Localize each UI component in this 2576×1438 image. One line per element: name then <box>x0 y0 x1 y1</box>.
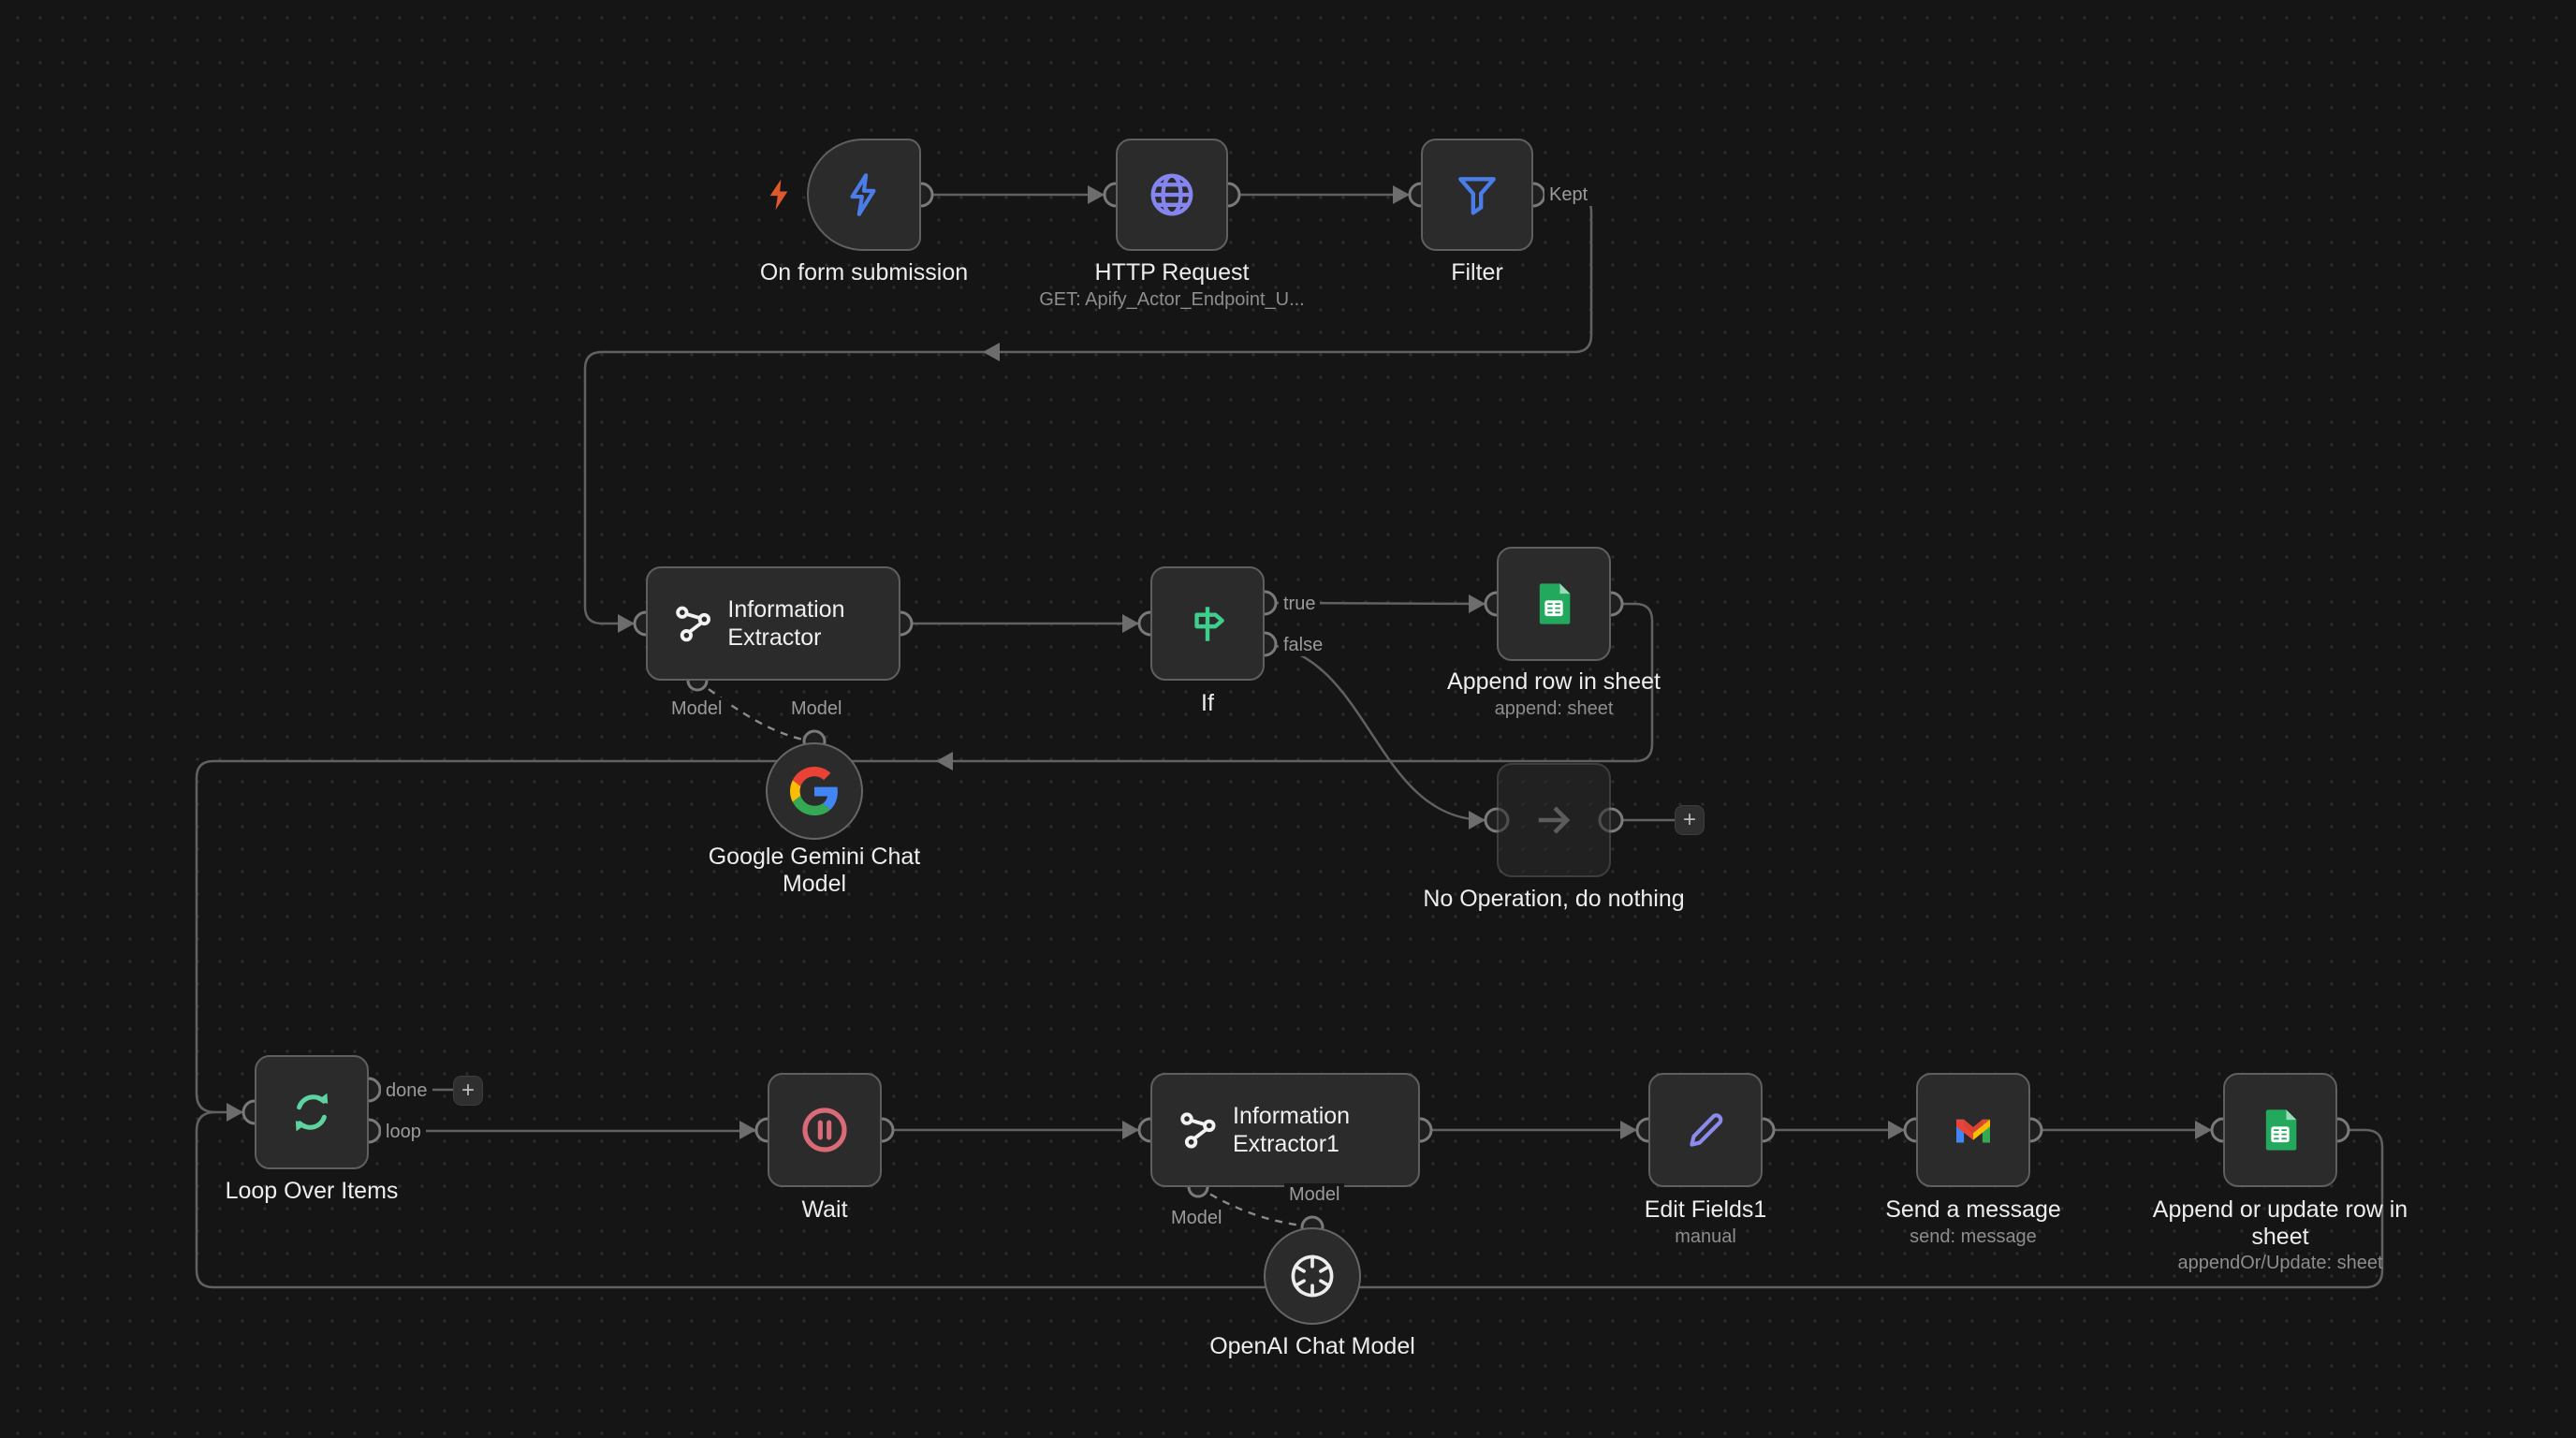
node-http-request[interactable] <box>1116 139 1228 251</box>
node-wait[interactable] <box>768 1073 882 1187</box>
output-label-kept: Kept <box>1544 183 1593 206</box>
extractor-icon <box>1180 1112 1216 1149</box>
model-port-label-extractor1: Model <box>1166 1207 1227 1229</box>
edge-append-loopback <box>195 602 1654 1114</box>
sublabel-append-update: appendOr/Update: sheet <box>2177 1253 2383 1273</box>
edge-if-false-to-noop <box>1264 642 1486 822</box>
node-append-or-update-row[interactable] <box>2223 1073 2337 1187</box>
label-wait: Wait <box>801 1196 848 1223</box>
edge-gemini-model <box>696 680 804 741</box>
model-edges <box>696 680 1302 1227</box>
node-send-a-message[interactable] <box>1916 1073 2030 1187</box>
label-noop: No Operation, do nothing <box>1423 886 1685 912</box>
plus-icon: + <box>461 1078 475 1103</box>
label-filter: Filter <box>1451 259 1503 286</box>
sublabel-http-request: GET: Apify_Actor_Endpoint_U... <box>1039 289 1305 310</box>
output-label-loop: loop <box>381 1121 426 1143</box>
signpost-icon <box>1194 607 1224 641</box>
node-on-form-submission[interactable] <box>807 139 921 251</box>
add-node-button-done[interactable]: + <box>453 1076 483 1106</box>
google-sheets-icon <box>2265 1109 2297 1151</box>
label-http-request: HTTP Request <box>1094 259 1250 286</box>
label-openai: OpenAI Chat Model <box>1209 1333 1415 1359</box>
google-sheets-icon <box>1539 583 1571 624</box>
edge-openai-model <box>1197 1185 1302 1227</box>
node-append-row-in-sheet[interactable] <box>1497 547 1611 661</box>
model-port-label-gemini: Model <box>786 697 847 720</box>
add-node-button-noop[interactable]: + <box>1675 805 1705 835</box>
globe-icon <box>1150 173 1193 216</box>
node-if[interactable] <box>1150 566 1265 681</box>
model-port-label-openai: Model <box>1284 1183 1345 1206</box>
edge-arrows <box>227 185 2212 1139</box>
node-google-gemini-chat-model[interactable] <box>766 742 863 840</box>
gmail-icon <box>1956 1119 1990 1143</box>
label-gemini: Google Gemini Chat Model <box>708 844 921 897</box>
node-filter[interactable] <box>1421 139 1533 251</box>
label-append-row: Append row in sheet <box>1447 668 1661 695</box>
google-g-icon <box>790 767 838 815</box>
funnel-icon <box>1458 177 1496 215</box>
label-edit-fields: Edit Fields1 <box>1644 1196 1767 1223</box>
label-send-message: Send a message <box>1885 1196 2061 1223</box>
label-append-update: Append or update row in sheet <box>2152 1196 2408 1250</box>
pause-circle-icon <box>802 1108 847 1152</box>
pencil-icon <box>1690 1113 1723 1147</box>
label-on-form-submission: On form submission <box>759 259 969 286</box>
node-title: Information Extractor <box>727 595 845 652</box>
node-openai-chat-model[interactable] <box>1264 1227 1361 1325</box>
edge-appendupdate-loopback <box>195 1110 2384 1289</box>
node-loop-over-items[interactable] <box>255 1055 369 1169</box>
node-edit-fields1[interactable] <box>1648 1073 1763 1187</box>
loop-icon <box>295 1093 329 1132</box>
output-label-false: false <box>1279 634 1328 656</box>
openai-icon <box>1291 1255 1334 1298</box>
label-if: If <box>1201 690 1214 716</box>
extractor-icon <box>676 606 710 642</box>
sublabel-edit-fields: manual <box>1675 1226 1736 1247</box>
model-port-label-extractor: Model <box>666 697 727 720</box>
label-loop: Loop Over Items <box>225 1178 399 1204</box>
arrow-right-icon <box>1538 806 1571 834</box>
trigger-bolt-icon <box>769 179 788 211</box>
sublabel-append-row: append: sheet <box>1494 698 1614 719</box>
node-information-extractor[interactable]: Information Extractor <box>646 566 900 681</box>
node-title: Information Extractor1 <box>1233 1102 1351 1158</box>
plus-icon: + <box>1682 807 1696 832</box>
sublabel-send-message: send: message <box>1910 1226 2037 1247</box>
node-no-operation[interactable] <box>1497 763 1611 877</box>
form-trigger-icon <box>850 173 876 216</box>
node-information-extractor1[interactable]: Information Extractor1 <box>1150 1073 1420 1187</box>
output-label-true: true <box>1279 593 1321 615</box>
output-label-done: done <box>381 1079 432 1102</box>
